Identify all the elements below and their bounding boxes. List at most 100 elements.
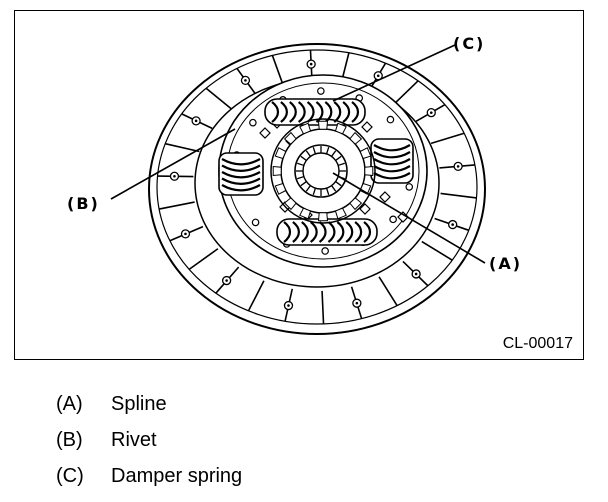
rivet-dot xyxy=(309,62,313,66)
plate-hole xyxy=(317,87,325,95)
damper-springs xyxy=(218,98,414,246)
segment-line xyxy=(247,280,265,312)
coil xyxy=(283,221,292,243)
plate-hole xyxy=(405,183,414,191)
coil xyxy=(292,221,300,243)
hub-tooth xyxy=(349,197,363,211)
leader-c xyxy=(332,44,456,102)
spline-tooth xyxy=(300,181,307,187)
rivet-dot xyxy=(225,279,228,282)
damper-spring-top xyxy=(264,98,366,126)
diamond xyxy=(361,121,373,133)
leader-a xyxy=(332,172,486,264)
rivet-dot xyxy=(355,301,359,305)
damper-spring-right xyxy=(370,138,414,184)
diamond xyxy=(379,191,391,203)
spline-tooth xyxy=(337,162,345,167)
hub-tooth xyxy=(283,197,297,211)
legend-label: Damper spring xyxy=(111,464,243,487)
spline-tooth xyxy=(335,181,342,187)
plate-hole xyxy=(251,218,260,227)
segment-line xyxy=(158,201,195,210)
segment-line xyxy=(321,290,325,324)
coil xyxy=(271,101,280,123)
spline-inner-teeth xyxy=(296,146,346,196)
segment-line xyxy=(188,248,219,271)
spline-tooth xyxy=(325,187,330,195)
spline-tooth xyxy=(305,185,311,192)
rivet-dot xyxy=(429,111,433,114)
coil xyxy=(373,165,411,173)
legend: (A) Spline (B) Rivet (C) Damper spring xyxy=(56,386,242,494)
legend-label: Spline xyxy=(111,392,167,415)
coil xyxy=(351,101,360,123)
spline-tooth xyxy=(297,175,305,180)
coil xyxy=(342,101,351,123)
coil xyxy=(315,101,324,123)
spline-tooth xyxy=(300,155,307,161)
legend-key: (C) xyxy=(56,464,84,487)
coil xyxy=(324,101,333,123)
legend-item: (A) Spline xyxy=(56,386,242,422)
rivet-dot xyxy=(451,223,454,226)
spline-tooth xyxy=(325,147,330,155)
legend-item: (C) Damper spring xyxy=(56,458,242,494)
figure-code: CL-00017 xyxy=(502,335,573,352)
hub-tooth xyxy=(272,165,282,177)
hub-tooth xyxy=(317,120,329,130)
spline-hub xyxy=(270,118,376,224)
rivet-dot xyxy=(244,79,247,82)
plate-hole xyxy=(249,118,257,127)
coil xyxy=(221,164,261,172)
coil xyxy=(221,171,261,179)
spline-tooth xyxy=(331,185,337,192)
plate-hole xyxy=(386,115,395,124)
coil xyxy=(336,221,345,243)
segment-line xyxy=(205,87,232,110)
coil xyxy=(327,221,336,243)
coil xyxy=(221,177,261,185)
legend-item: (B) Rivet xyxy=(56,422,242,458)
leader-lines xyxy=(110,44,486,264)
spline-tooth xyxy=(335,155,342,161)
coil xyxy=(373,151,411,159)
hub-tooth xyxy=(274,182,287,195)
hub-tooth xyxy=(349,131,363,145)
legend-label: Rivet xyxy=(111,428,157,451)
leader-b xyxy=(110,128,236,200)
diamond xyxy=(397,211,409,223)
rivet-dot xyxy=(414,272,418,276)
coil xyxy=(354,221,363,243)
segment-line xyxy=(394,80,419,104)
spline-tooth xyxy=(297,162,305,167)
hub-tooth xyxy=(283,131,297,145)
callout-b: (B) xyxy=(67,194,100,213)
coil xyxy=(301,221,309,243)
rivet-dot xyxy=(376,74,380,78)
spline-tooth xyxy=(305,150,311,157)
legend-key: (A) xyxy=(56,392,83,415)
damper-spring-bottom xyxy=(276,218,378,246)
coil xyxy=(373,144,411,152)
coil xyxy=(345,221,354,243)
figure-frame: (C) (B) (A) CL-00017 xyxy=(14,10,584,360)
segment-line xyxy=(440,192,477,199)
legend-key: (B) xyxy=(56,428,83,451)
coil xyxy=(221,158,261,166)
segment-line xyxy=(271,55,284,84)
plate-hole xyxy=(321,247,329,255)
coil xyxy=(221,184,261,192)
coil xyxy=(373,172,411,180)
diamond xyxy=(359,203,371,215)
segment-line xyxy=(378,276,398,307)
coil xyxy=(289,101,297,123)
segment-line xyxy=(165,142,200,153)
damper-spring-left xyxy=(218,152,264,196)
coil xyxy=(280,101,288,123)
hub-tooth xyxy=(334,207,347,220)
spline-outer-teeth xyxy=(272,120,374,222)
friction-rivets xyxy=(169,59,463,311)
hub-tooth xyxy=(299,122,312,135)
coil xyxy=(373,158,411,166)
rivet-dot xyxy=(184,232,187,236)
